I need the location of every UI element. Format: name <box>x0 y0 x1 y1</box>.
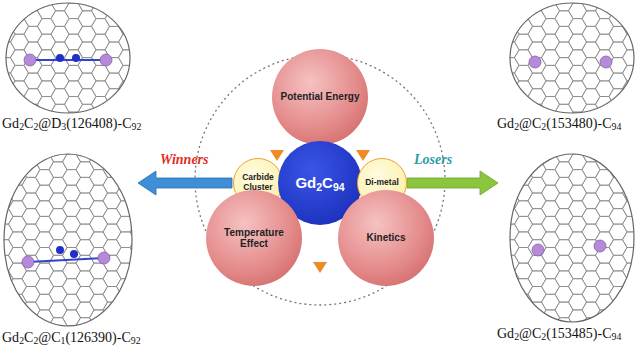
structure-caption: Gd2@C2(153480)-C94 <box>497 116 621 132</box>
node-text: Gd2C94 <box>295 174 344 191</box>
losers-arrow <box>407 171 498 195</box>
carbon-atom <box>56 246 64 254</box>
cage-outline <box>6 3 130 113</box>
gd-atom <box>100 54 112 66</box>
orange-triangle <box>313 262 327 273</box>
orange-triangle <box>356 150 370 161</box>
gd-atom <box>24 54 36 66</box>
gd-atom <box>600 56 612 68</box>
cage-bonds <box>488 131 639 351</box>
cage-outline <box>510 3 634 113</box>
cage-outline <box>510 154 634 322</box>
winners-arrow <box>138 171 232 195</box>
cage-bonds <box>0 131 148 351</box>
carbon-atom <box>70 250 78 258</box>
gd-atom <box>22 256 34 268</box>
winners-label: Winners <box>160 152 209 168</box>
structure-caption: Gd2C2@C1(126390)-C92 <box>2 330 141 346</box>
cage-mesh <box>488 131 639 351</box>
factor-circle: Kinetics <box>338 190 434 286</box>
carbon-atom <box>72 54 80 62</box>
losers-label: Losers <box>414 152 452 168</box>
cage-outline <box>4 154 132 326</box>
gd-atom <box>98 252 110 264</box>
structure-caption: Gd2C2@D3(126408)-C92 <box>2 116 141 132</box>
factor-circle: Potential Energy <box>272 49 368 145</box>
node-text: Kinetics <box>367 232 406 244</box>
carbon-atom <box>56 54 64 62</box>
node-text: Potential Energy <box>281 91 360 103</box>
cluster-bond <box>28 258 104 262</box>
cage-bonds <box>0 0 150 268</box>
orange-triangle <box>270 150 284 161</box>
factor-circle: Temperature Effect <box>206 190 302 286</box>
node-text: Di-metal <box>365 178 399 188</box>
structure-caption: Gd2@C2(153485)-C94 <box>497 326 621 342</box>
cluster-bond <box>30 59 106 61</box>
node-text: Temperature Effect <box>217 227 291 250</box>
cage-mesh <box>0 131 148 351</box>
cage-mesh <box>0 0 150 268</box>
gd-atom <box>594 240 606 252</box>
gd-atom <box>532 244 544 256</box>
gd-atom <box>529 56 541 68</box>
